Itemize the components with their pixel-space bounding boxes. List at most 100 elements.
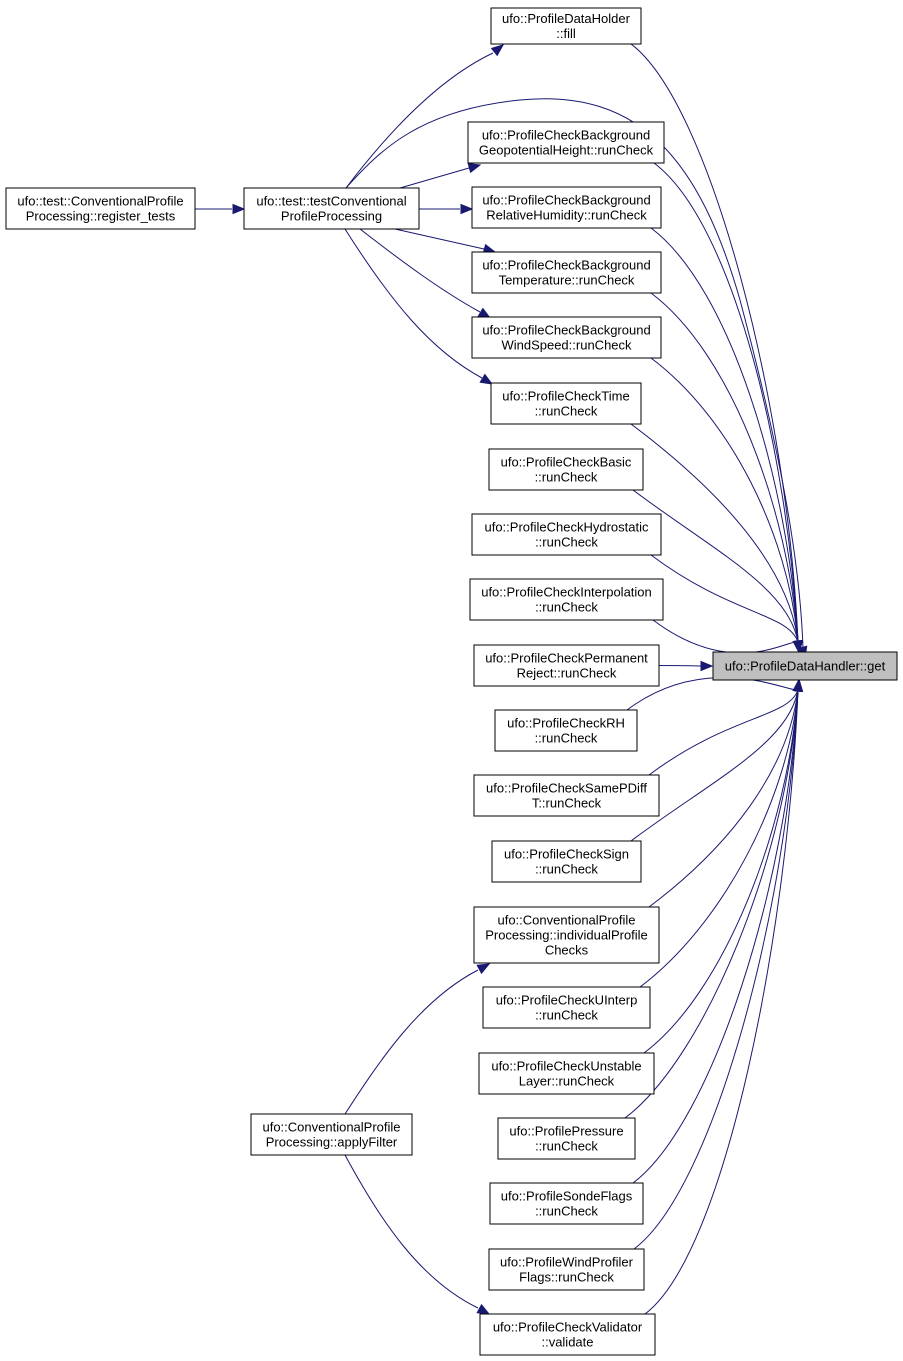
- node-label: ufo::ProfileCheckBackground: [482, 323, 650, 338]
- node-box: [490, 382, 642, 425]
- node-box: [471, 186, 662, 229]
- edge-line: [359, 228, 481, 313]
- node-box: [467, 121, 665, 164]
- edge-interp-to-get: [652, 619, 804, 654]
- node-label: RelativeHumidity::runCheck: [486, 208, 647, 223]
- node-box: [473, 906, 660, 964]
- node-label: Processing::individualProfile: [485, 928, 648, 943]
- node-register[interactable]: ufo::test::ConventionalProfileProcessing…: [5, 187, 196, 230]
- node-bg_ws[interactable]: ufo::ProfileCheckBackgroundWindSpeed::ru…: [471, 316, 662, 359]
- node-box: [491, 840, 642, 883]
- node-label: Checks: [545, 943, 589, 958]
- node-time[interactable]: ufo::ProfileCheckTime::runCheck: [490, 382, 642, 425]
- node-bg_rh[interactable]: ufo::ProfileCheckBackgroundRelativeHumid…: [471, 186, 662, 229]
- edge-arrow: [467, 162, 482, 174]
- node-label: ufo::test::testConventional: [256, 194, 406, 209]
- node-label: Processing::applyFilter: [266, 1135, 398, 1150]
- node-apply[interactable]: ufo::ConventionalProfileProcessing::appl…: [250, 1113, 413, 1156]
- edge-line: [630, 43, 799, 643]
- node-validate[interactable]: ufo::ProfileCheckValidator::validate: [479, 1313, 656, 1356]
- node-label: ufo::ProfileCheckSign: [504, 847, 629, 862]
- edge-line: [643, 689, 799, 1054]
- node-pressure[interactable]: ufo::ProfilePressure::runCheck: [497, 1117, 636, 1160]
- node-label: ufo::ProfileDataHandler::get: [725, 659, 886, 674]
- node-sign[interactable]: ufo::ProfileCheckSign::runCheck: [491, 840, 642, 883]
- edge-arrow: [700, 660, 714, 672]
- edge-arrow: [792, 678, 804, 692]
- edge-arrow: [476, 963, 491, 975]
- node-box: [469, 578, 664, 621]
- edge-testconv-to-get: [345, 98, 808, 660]
- node-label: ufo::ProfileCheckUnstable: [491, 1059, 641, 1074]
- edge-line: [639, 689, 799, 988]
- node-bg_geo[interactable]: ufo::ProfileCheckBackgroundGeopotentialH…: [467, 121, 665, 164]
- node-perm[interactable]: ufo::ProfileCheckPermanentReject::runChe…: [473, 644, 660, 687]
- node-basic[interactable]: ufo::ProfileCheckBasic::runCheck: [488, 448, 644, 491]
- node-box: [479, 1313, 656, 1356]
- edge-line: [648, 689, 799, 908]
- edge-line: [658, 665, 703, 667]
- node-label: ufo::ProfileCheckBackground: [482, 193, 650, 208]
- edge-arrow: [490, 44, 505, 57]
- node-label: ufo::ProfileCheckValidator: [493, 1320, 643, 1335]
- node-indiv[interactable]: ufo::ConventionalProfileProcessing::indi…: [473, 906, 660, 964]
- edge-line: [399, 167, 470, 189]
- edge-bg_geo-to-get: [653, 162, 804, 654]
- edge-pressure-to-get: [624, 678, 804, 1119]
- edge-line: [630, 423, 799, 643]
- node-label: ufo::ProfileCheckSamePDiff: [486, 781, 647, 796]
- edge-apply-to-indiv: [344, 963, 491, 1115]
- node-box: [494, 709, 638, 752]
- edge-register-to-testconv: [195, 203, 246, 215]
- node-label: GeopotentialHeight::runCheck: [479, 143, 654, 158]
- edge-arrow: [479, 373, 494, 385]
- node-label: ::runCheck: [535, 470, 598, 485]
- edge-line: [650, 357, 799, 643]
- node-uinterp[interactable]: ufo::ProfileCheckUInterp::runCheck: [482, 986, 651, 1029]
- node-label: ufo::ProfileCheckRH: [507, 716, 625, 731]
- node-label: ufo::ProfileCheckUInterp: [496, 993, 638, 1008]
- edge-testconv-to-bg_geo: [399, 162, 482, 189]
- node-rh[interactable]: ufo::ProfileCheckRH::runCheck: [494, 709, 638, 752]
- edge-line: [653, 162, 799, 643]
- edge-line: [345, 52, 494, 189]
- node-label: Flags::runCheck: [519, 1270, 614, 1285]
- edge-line: [394, 228, 485, 250]
- node-label: ::runCheck: [535, 1139, 598, 1154]
- node-sonde[interactable]: ufo::ProfileSondeFlags::runCheck: [489, 1182, 644, 1225]
- edge-uinterp-to-get: [639, 678, 804, 988]
- edge-line: [345, 98, 804, 649]
- edge-arrow: [460, 203, 474, 215]
- edge-arrow: [232, 203, 246, 215]
- node-label: ::runCheck: [535, 600, 598, 615]
- node-label: ufo::ProfileCheckHydrostatic: [484, 520, 649, 535]
- node-label: ::runCheck: [535, 731, 598, 746]
- node-box: [488, 448, 644, 491]
- node-testconv[interactable]: ufo::test::testConventionalProfileProces…: [243, 187, 420, 230]
- edge-validate-to-get: [644, 678, 804, 1315]
- node-label: ufo::ProfileCheckTime: [502, 389, 629, 404]
- edge-testconv-to-fill: [345, 44, 505, 189]
- node-interp[interactable]: ufo::ProfileCheckInterpolation::runCheck: [469, 578, 664, 621]
- edge-testconv-to-bg_temp: [394, 228, 497, 255]
- node-label: ufo::ProfileCheckPermanent: [485, 651, 648, 666]
- node-label: ufo::test::ConventionalProfile: [17, 194, 183, 209]
- edge-line: [650, 227, 799, 643]
- node-label: ufo::ProfileSondeFlags: [501, 1189, 633, 1204]
- node-box: [471, 513, 662, 556]
- edge-line: [632, 489, 799, 643]
- node-get[interactable]: ufo::ProfileDataHandler::get: [712, 651, 898, 681]
- edge-line: [630, 689, 799, 842]
- node-label: Reject::runCheck: [517, 666, 617, 681]
- edge-arrow: [792, 640, 804, 654]
- edge-testconv-to-bg_ws: [359, 228, 492, 319]
- edge-line: [652, 619, 799, 654]
- node-box: [488, 1248, 645, 1291]
- edge-arrow: [476, 1303, 491, 1315]
- node-bg_temp[interactable]: ufo::ProfileCheckBackgroundTemperature::…: [471, 251, 662, 294]
- node-fill[interactable]: ufo::ProfileDataHolder::fill: [490, 7, 642, 45]
- node-hydro[interactable]: ufo::ProfileCheckHydrostatic::runCheck: [471, 513, 662, 556]
